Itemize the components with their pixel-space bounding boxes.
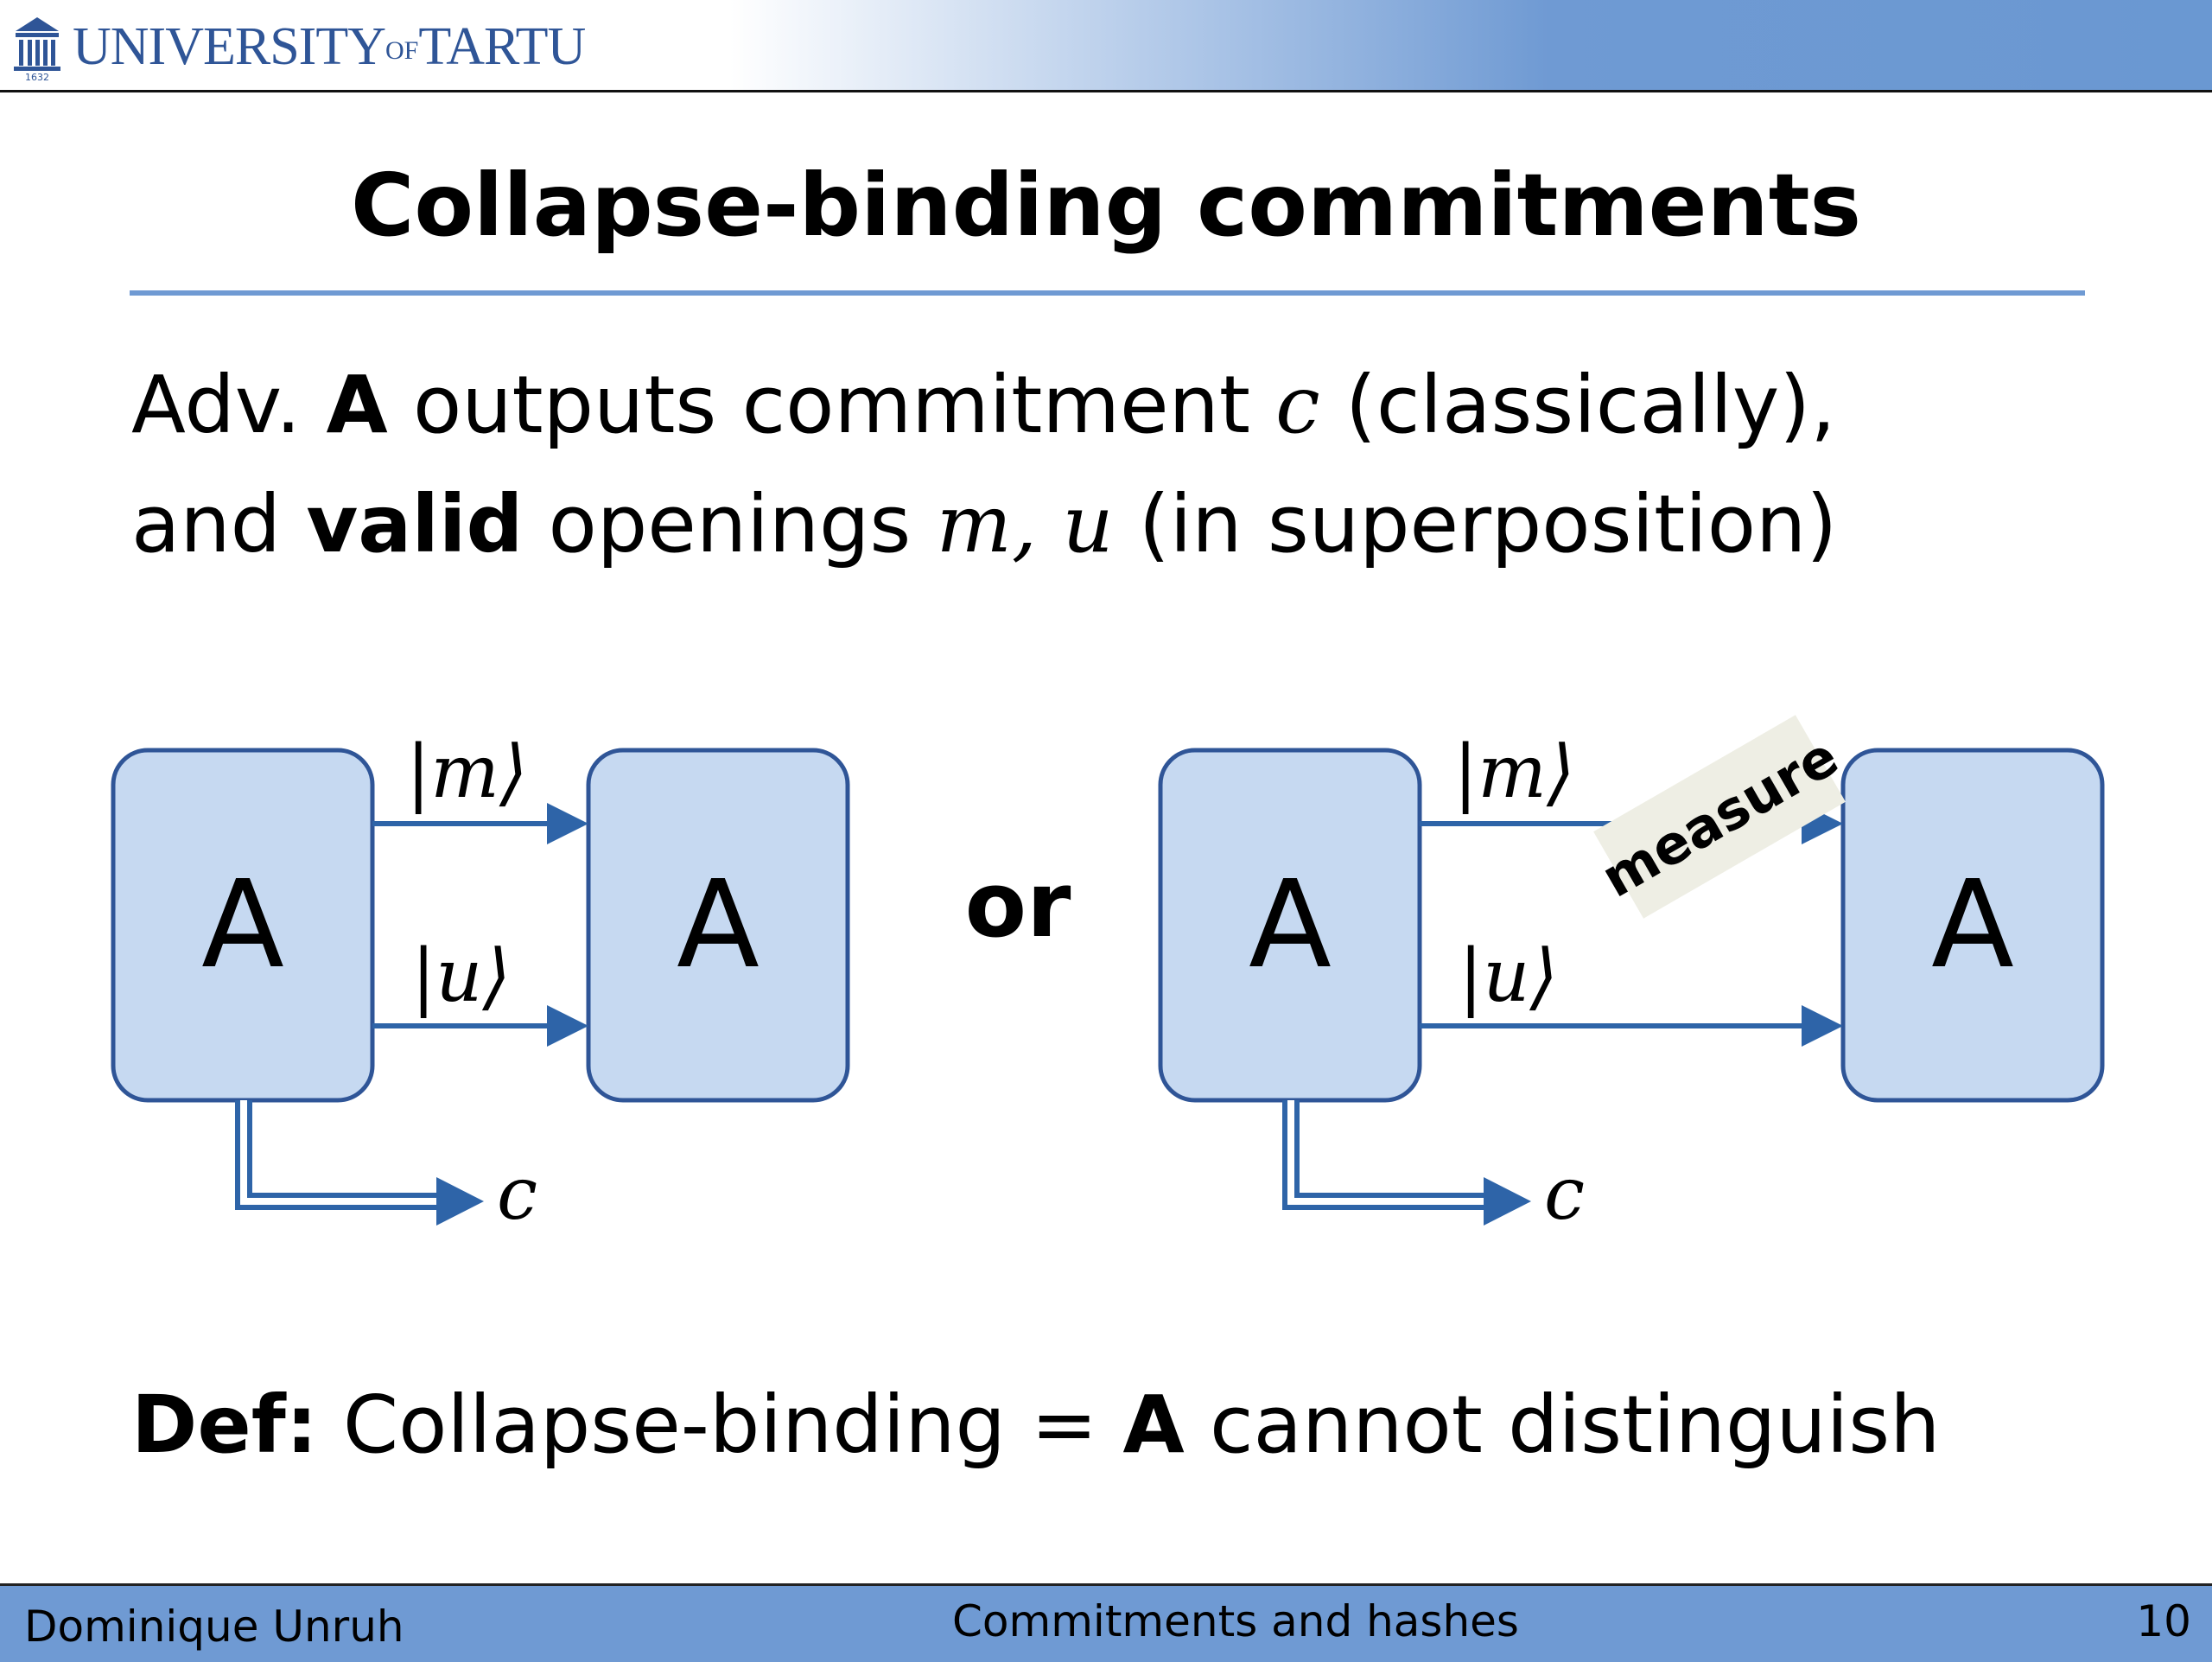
body-line-2: and valid openings m, u (in superpositio… bbox=[131, 477, 1837, 572]
ket-u-left: |u⟩ bbox=[411, 933, 511, 1018]
definition-post: cannot distinguish bbox=[1184, 1379, 1941, 1471]
logo-word-tartu: TARTU bbox=[418, 16, 586, 76]
adversary-label-left-2: A bbox=[677, 855, 760, 996]
line2-math-mu: m, u bbox=[936, 478, 1114, 570]
ket-m-right: |m⟩ bbox=[1453, 729, 1575, 814]
line2-pre: and bbox=[131, 478, 307, 570]
output-c-left: c bbox=[497, 1151, 537, 1236]
measure-tag: measure bbox=[1591, 715, 1848, 919]
definition-mid: Collapse-binding = bbox=[317, 1379, 1123, 1471]
definition-line: Def: Collapse-binding = A cannot disting… bbox=[131, 1378, 1940, 1473]
adversary-box-right-2 bbox=[1840, 748, 2105, 1103]
classical-output-right bbox=[1282, 1100, 1488, 1210]
slide-header: 1632 UNIVERSITYOFTARTU bbox=[0, 0, 2212, 92]
slide-title: Collapse-binding commitments bbox=[350, 155, 1862, 256]
ket-m-left: |m⟩ bbox=[406, 729, 528, 814]
classical-arrowhead-right bbox=[1484, 1177, 1531, 1226]
university-building-icon: 1632 bbox=[14, 17, 60, 81]
slide-footer: Dominique Unruh Commitments and hashes 1… bbox=[0, 1583, 2212, 1662]
university-logo: 1632 UNIVERSITYOFTARTU bbox=[12, 12, 586, 81]
line1-math-c: c bbox=[1275, 359, 1320, 451]
ket-u-right: |u⟩ bbox=[1459, 933, 1558, 1018]
body-line-1: Adv. A outputs commitment c (classically… bbox=[131, 358, 1835, 453]
classical-arrowhead-left bbox=[436, 1177, 484, 1226]
adversary-box-left-2 bbox=[586, 748, 850, 1103]
footer-topic: Commitments and hashes bbox=[952, 1596, 1519, 1646]
definition-adversary: A bbox=[1122, 1379, 1185, 1471]
line2-post: (in superposition) bbox=[1113, 478, 1838, 570]
output-c-right: c bbox=[1544, 1151, 1585, 1236]
adversary-label-right-2: A bbox=[1931, 855, 2014, 996]
footer-author: Dominique Unruh bbox=[24, 1602, 404, 1652]
logo-year: 1632 bbox=[25, 72, 49, 81]
line2-mid: openings bbox=[523, 478, 937, 570]
line1-pre: Adv. bbox=[131, 359, 327, 451]
adversary-label-right-1: A bbox=[1249, 855, 1332, 996]
footer-page-number: 10 bbox=[2136, 1596, 2191, 1646]
logo-wordmark: UNIVERSITYOFTARTU bbox=[73, 16, 586, 78]
definition-label: Def: bbox=[131, 1379, 318, 1471]
title-divider bbox=[130, 290, 2085, 296]
logo-word-of: OF bbox=[385, 35, 419, 65]
classical-output-right-inner bbox=[1287, 1100, 1488, 1205]
classical-output-left bbox=[235, 1100, 441, 1210]
line1-mid: outputs commitment bbox=[387, 359, 1276, 451]
classical-output-left-inner bbox=[240, 1100, 441, 1205]
line1-adversary: A bbox=[326, 359, 388, 451]
line1-post: (classically), bbox=[1319, 359, 1836, 451]
or-label: or bbox=[965, 852, 1071, 958]
measure-tag-background bbox=[1593, 715, 1846, 919]
adversary-label-left-1: A bbox=[201, 855, 284, 996]
logo-word-university: UNIVERSITY bbox=[73, 16, 386, 76]
line2-valid: valid bbox=[306, 478, 524, 570]
